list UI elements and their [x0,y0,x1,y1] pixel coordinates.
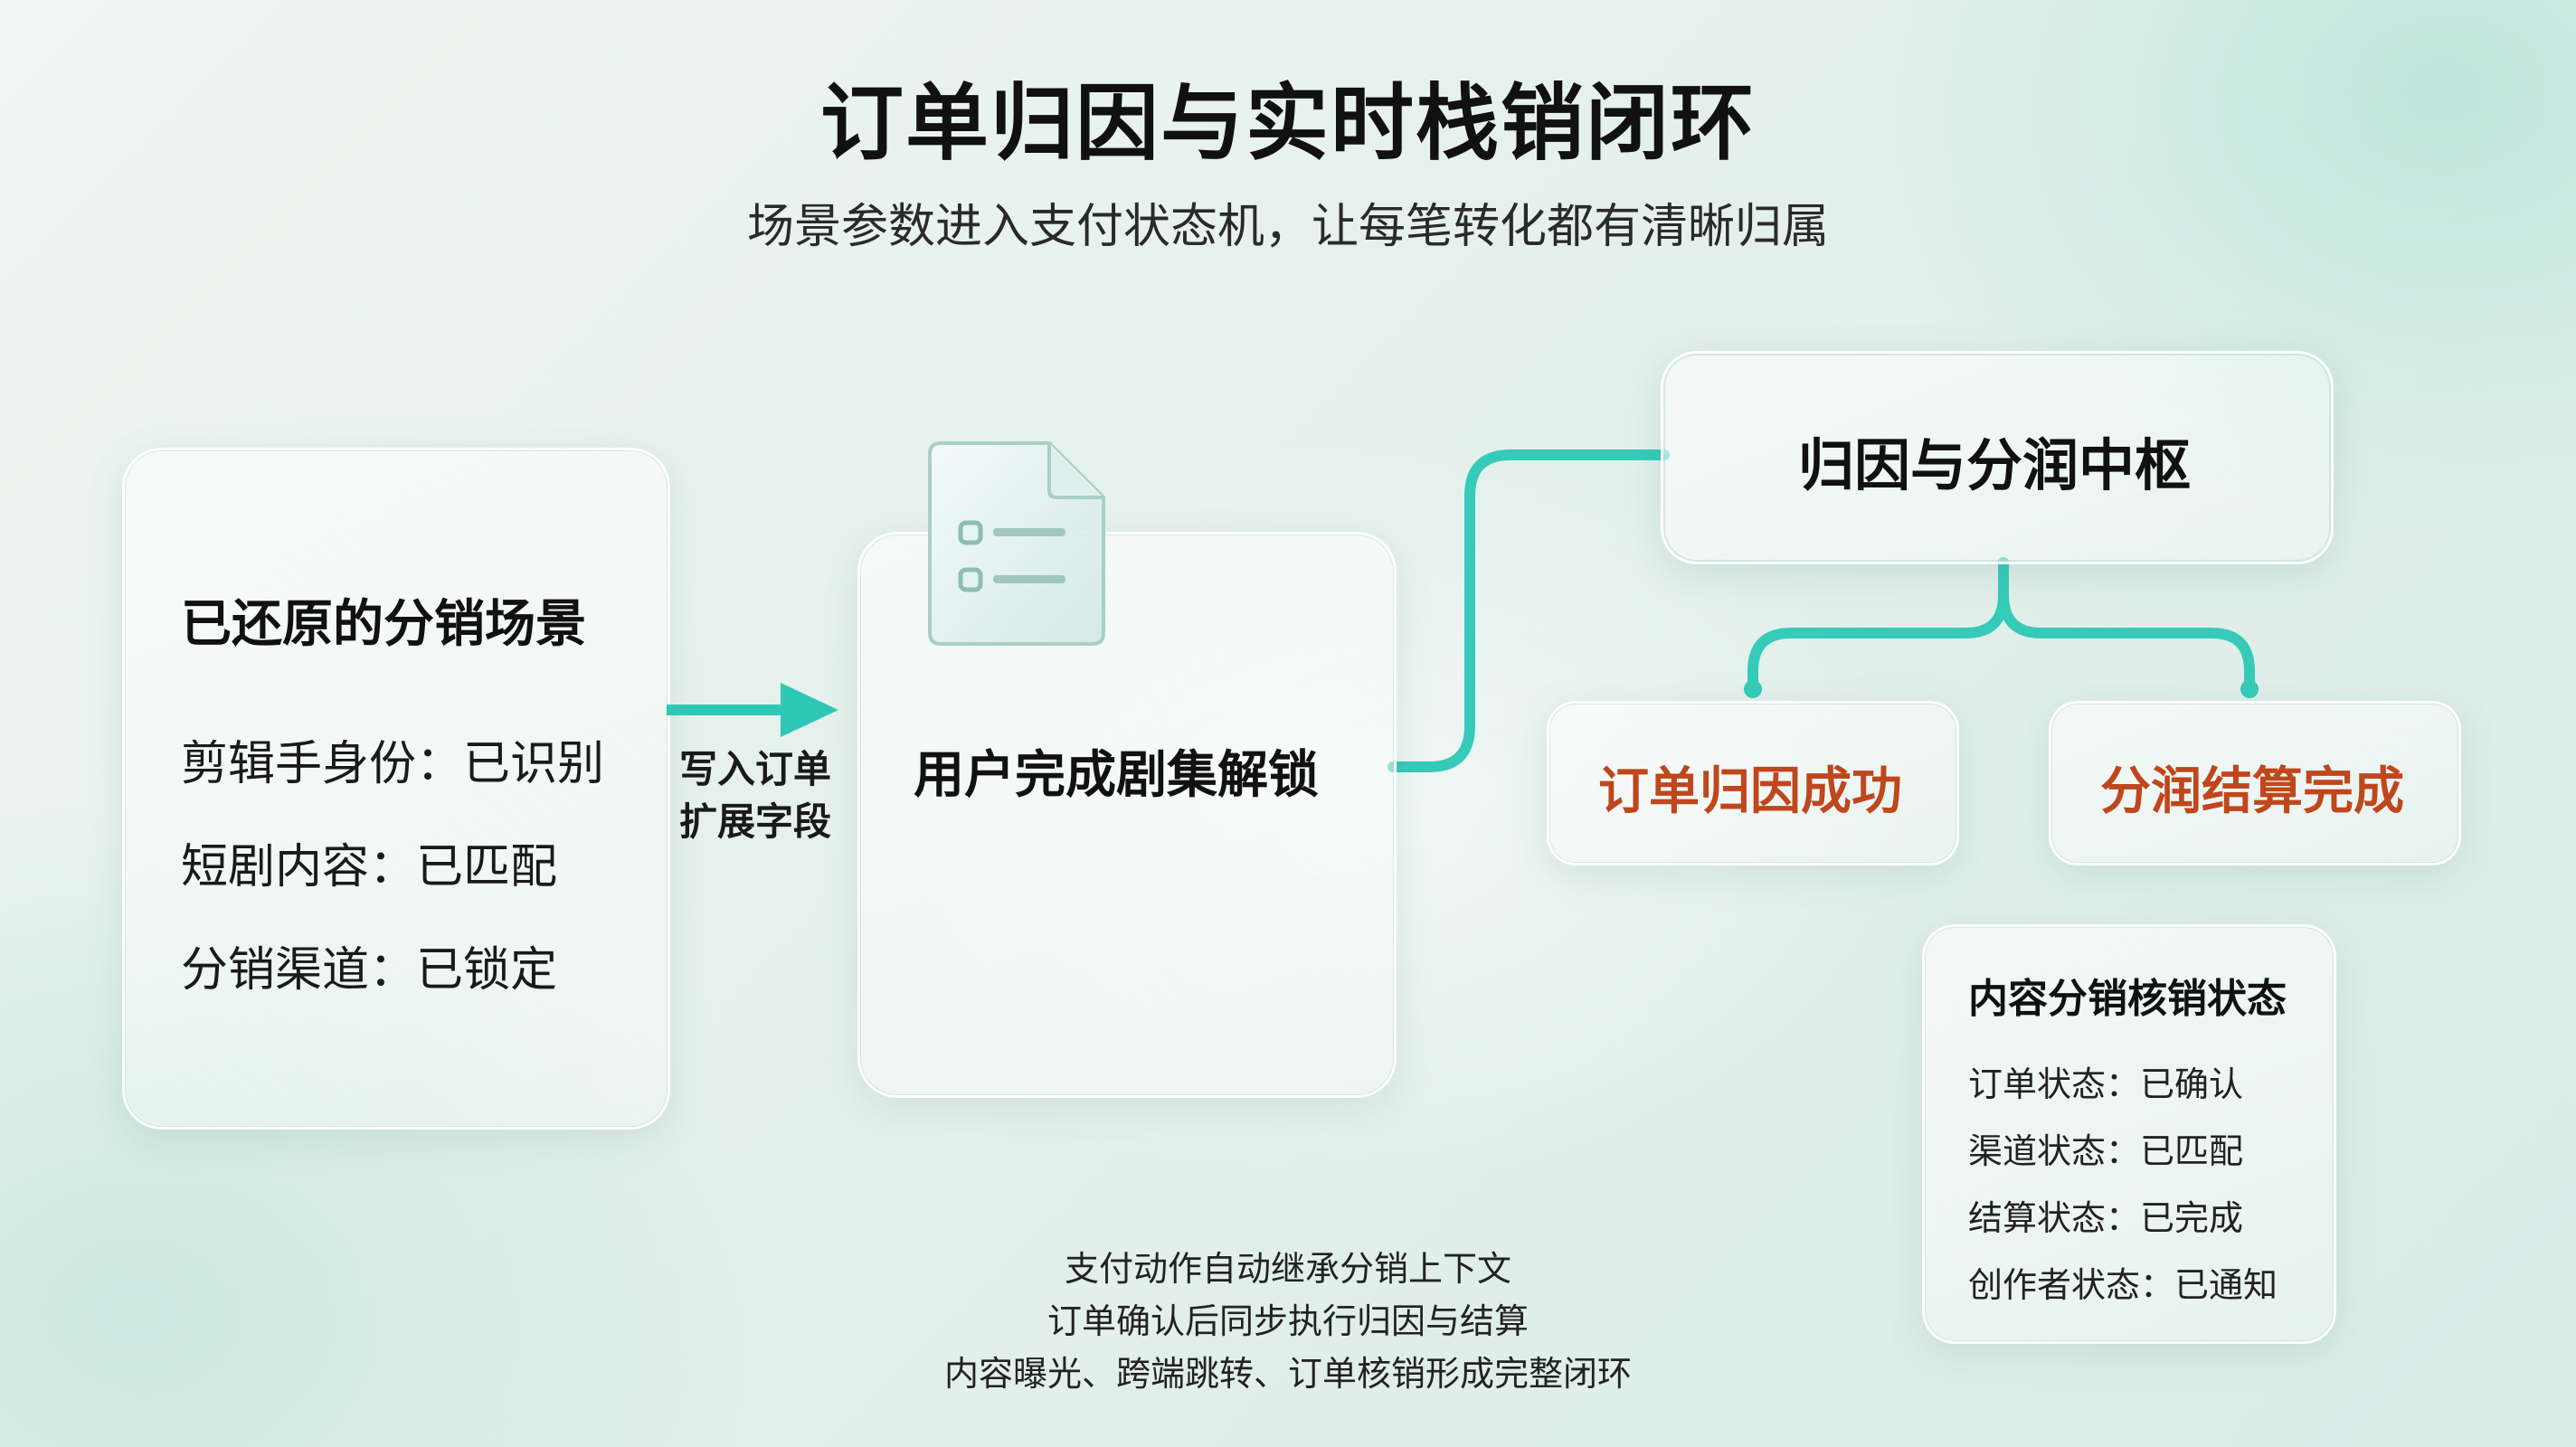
document-icon [928,441,1105,646]
note-line-1: 支付动作自动继承分销上下文 [1064,1249,1511,1289]
hub-card [1661,351,2334,564]
scene-line-content: 短剧内容：已匹配 [181,840,558,894]
unlock-label: 用户完成剧集解锁 [914,746,1319,805]
scene-card [122,448,670,1130]
note-line-2: 订单确认后同步执行归因与结算 [1046,1301,1529,1341]
outcome-card-settlement [2049,701,2461,865]
outcome-attribution-label: 订单归因成功 [1598,762,1902,821]
hub-to-outcomes-connector [1747,557,2255,693]
outcome-card-attribution [1547,701,1959,865]
outcome-settlement-label: 分润结算完成 [2100,762,2404,821]
hub-label: 归因与分润中枢 [1797,432,2191,498]
arrow-label-line-2: 扩展字段 [678,799,831,844]
connector-dot-left [1744,680,1762,698]
page-subtitle: 场景参数进入支付状态机，让每笔转化都有清晰归属 [746,200,1829,254]
status-title: 内容分销核销状态 [1968,976,2287,1022]
scene-line-channel: 分销渠道：已锁定 [181,943,558,998]
status-line-channel: 渠道状态：已匹配 [1968,1131,2244,1171]
scene-line-editor: 剪辑手身份：已识别 [181,737,605,791]
arrow-label: 写入订单 扩展字段 [674,743,837,848]
connector-dot-right [2240,680,2259,698]
status-line-creator: 创作者状态：已通知 [1968,1265,2278,1305]
unlock-to-hub-connector [1387,449,1670,772]
page-title: 订单归因与实时栈销闭环 [819,75,1756,172]
note-line-3: 内容曝光、跨端跳转、订单核销形成完整闭环 [943,1354,1632,1394]
scene-title: 已还原的分销场景 [181,595,586,654]
unlock-card [857,532,1397,1098]
status-line-settlement: 结算状态：已完成 [1968,1198,2244,1238]
arrow-label-line-1: 写入订单 [678,747,831,791]
status-card [1922,924,2336,1344]
status-line-order: 订单状态：已确认 [1968,1064,2244,1104]
arrow-right-icon [667,683,838,737]
